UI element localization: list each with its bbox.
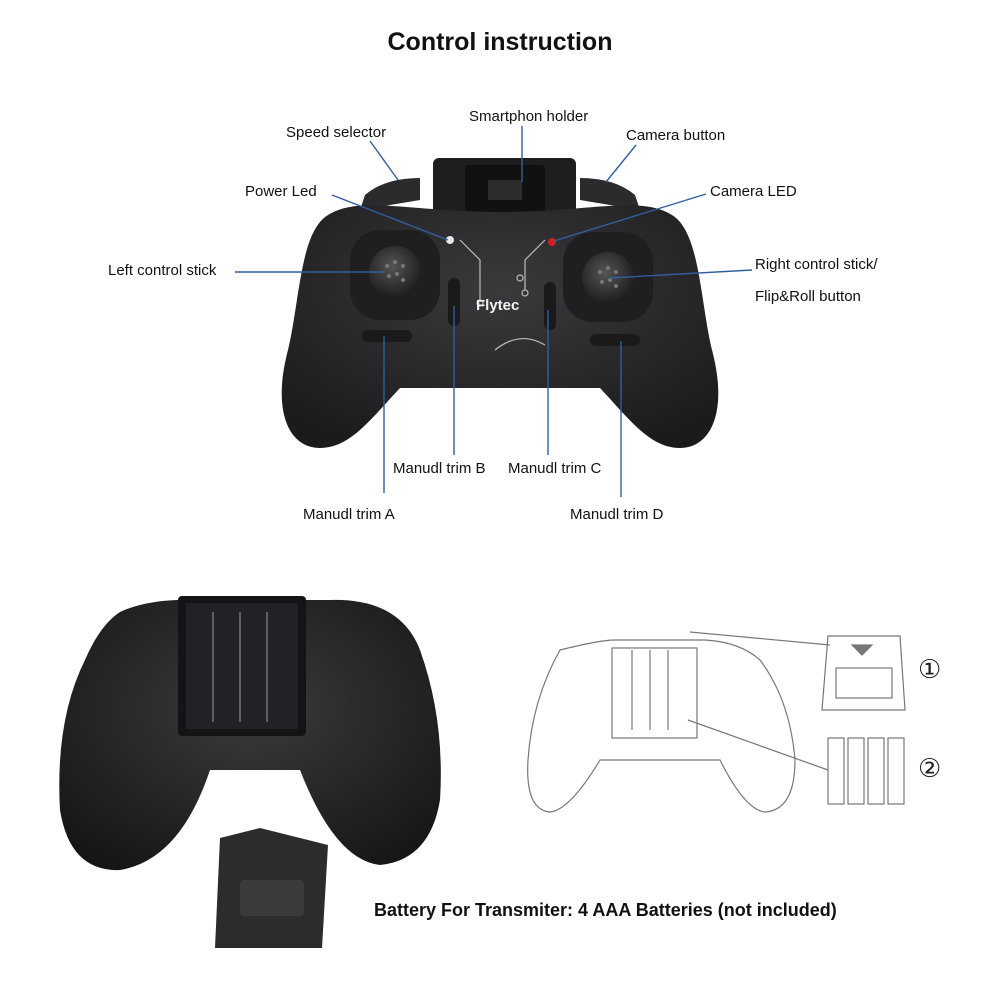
label-trim-b: Manudl trim B (393, 460, 486, 477)
shoulder-buttons (360, 178, 640, 210)
battery-cover-photo (215, 828, 328, 948)
battery-line-drawing (527, 631, 906, 813)
label-speed-selector: Speed selector (286, 124, 387, 141)
brand-logo: Flytec (476, 297, 520, 314)
step-2-marker: ② (918, 754, 942, 784)
page-title: Control instruction (387, 28, 613, 56)
aaa-batteries-drawing (827, 737, 905, 805)
label-trim-c: Manudl trim C (508, 460, 602, 477)
label-flip-roll-button: Flip&Roll button (755, 288, 861, 305)
left-control-stick[interactable] (369, 246, 421, 298)
label-trim-d: Manudl trim D (570, 506, 664, 523)
label-camera-button: Camera button (626, 127, 726, 144)
label-left-control-stick: Left control stick (108, 262, 217, 279)
trim-b-button[interactable] (448, 278, 460, 326)
trim-a-button[interactable] (362, 330, 412, 342)
trim-d-button[interactable] (590, 334, 640, 346)
step-1-marker: ① (918, 655, 942, 685)
camera-led (548, 238, 556, 246)
label-camera-led: Camera LED (710, 183, 797, 200)
trim-c-button[interactable] (544, 282, 556, 330)
leader-lines (235, 126, 753, 497)
label-right-control-stick: Right control stick/ (755, 256, 878, 273)
controller-back-photo (59, 596, 441, 871)
power-led (446, 236, 454, 244)
circuit-decoration (459, 239, 546, 351)
smartphone-holder (433, 158, 576, 225)
label-trim-a: Manudl trim A (303, 506, 395, 523)
label-power-led: Power Led (245, 183, 317, 200)
battery-cover-drawing (821, 635, 906, 711)
right-control-stick[interactable] (582, 252, 634, 304)
label-smartphone-holder: Smartphon holder (469, 108, 589, 125)
battery-note: Battery For Transmiter: 4 AAA Batteries … (374, 900, 837, 920)
controller-body (281, 205, 719, 448)
